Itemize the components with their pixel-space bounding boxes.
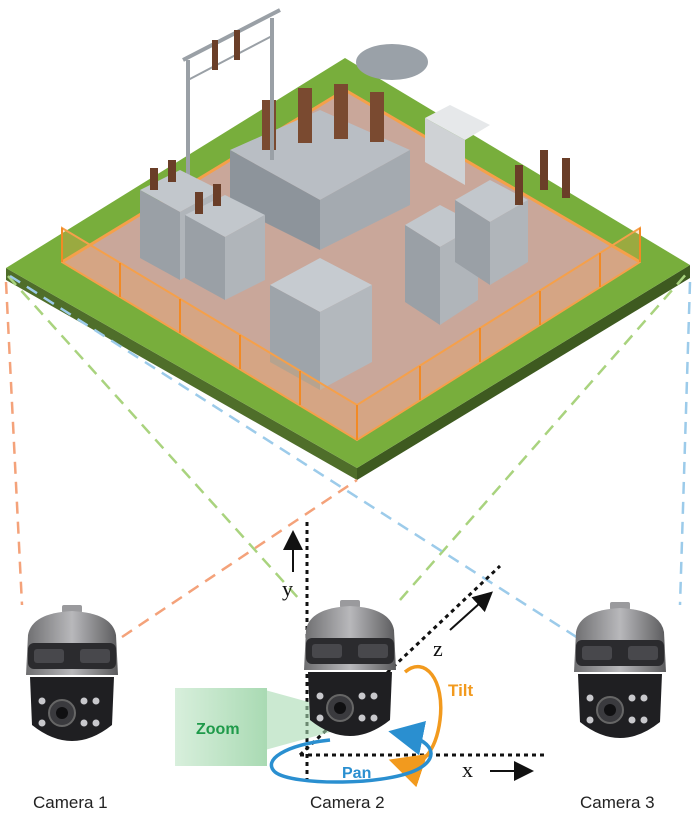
pan-indicator: Pan — [269, 720, 433, 784]
zoom-indicator: Zoom — [175, 688, 345, 766]
substation-illustration — [6, 8, 690, 480]
left-transformers — [140, 160, 265, 300]
camera3-view-lines — [9, 274, 692, 640]
right-equipment — [405, 105, 570, 325]
z-axis-label: z — [433, 636, 443, 661]
zoom-box — [175, 688, 267, 766]
pan-rotation-arrow-icon — [269, 720, 433, 784]
main-transformer — [230, 44, 428, 250]
camera1-label: Camera 1 — [33, 793, 108, 812]
x-axis-label: x — [462, 757, 473, 782]
ptz-camera-icon-3 — [574, 602, 666, 738]
tilt-rotation-arrow-icon — [388, 664, 443, 788]
camera2-view-lines — [7, 271, 689, 601]
ptz-camera-icon-1 — [26, 605, 118, 741]
tilt-indicator: Tilt — [388, 664, 474, 788]
tilt-label: Tilt — [448, 681, 474, 700]
camera3-label: Camera 3 — [580, 793, 655, 812]
zoom-label: Zoom — [196, 721, 240, 738]
y-axis-label: y — [282, 576, 293, 601]
ptz-camera-icon-2 — [304, 600, 396, 736]
pan-label: Pan — [342, 765, 371, 782]
camera1-view-lines — [4, 281, 358, 639]
front-cabinet — [270, 258, 372, 390]
z-axis-icon — [449, 591, 493, 631]
camera2-label: Camera 2 — [310, 793, 385, 812]
z-axis-dotted — [298, 564, 502, 757]
